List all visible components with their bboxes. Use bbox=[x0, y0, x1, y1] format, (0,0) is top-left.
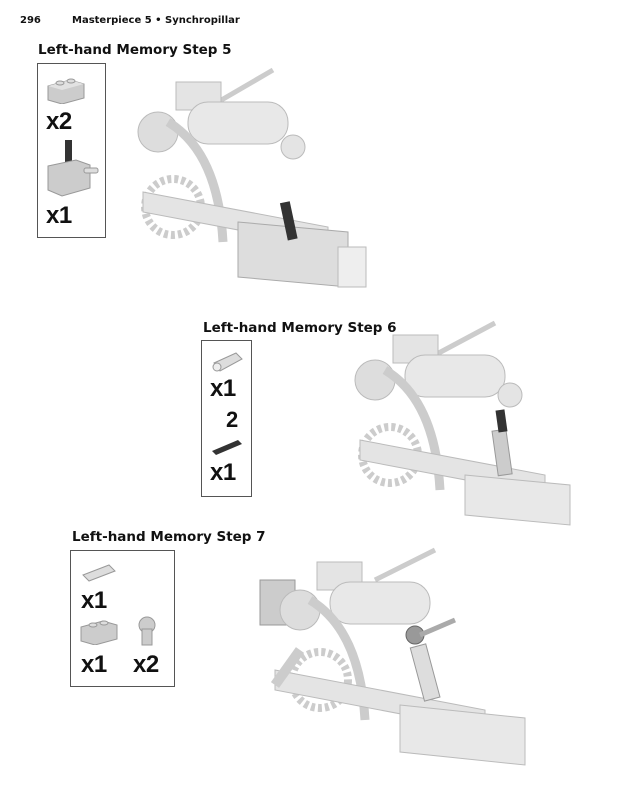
qty-label: x2 bbox=[46, 108, 72, 135]
qty-label: x1 bbox=[210, 459, 236, 486]
step-6-title: Left-hand Memory Step 6 bbox=[203, 320, 397, 336]
running-title: Masterpiece 5 • Synchropillar bbox=[72, 15, 240, 26]
step-6-model-illustration bbox=[354, 320, 571, 526]
step-5-title: Left-hand Memory Step 5 bbox=[38, 42, 232, 58]
step-5-parts-box: x2 x1 bbox=[37, 63, 106, 238]
brick-1x2-icon bbox=[47, 78, 85, 104]
qty-label: x1 bbox=[210, 375, 236, 402]
lever-brick-icon bbox=[47, 140, 99, 197]
qty-label: x1 bbox=[46, 202, 72, 229]
step-7-parts-box: x1 x1 x2 bbox=[70, 550, 175, 687]
axle-icon bbox=[212, 440, 242, 455]
angle-connector-icon bbox=[138, 616, 156, 646]
qty-label: x1 bbox=[81, 587, 107, 614]
qty-label: x2 bbox=[133, 651, 159, 678]
step-5-model-illustration bbox=[137, 67, 367, 288]
brick-1x2-icon bbox=[80, 620, 118, 645]
step-7-model-illustration bbox=[259, 547, 526, 766]
pin-connector-icon bbox=[212, 352, 243, 372]
step-6-parts-box: x1 2 x1 bbox=[201, 340, 252, 497]
qty-label: x1 bbox=[81, 651, 107, 678]
axle-length-label: 2 bbox=[226, 407, 238, 432]
step-7-title: Left-hand Memory Step 7 bbox=[72, 529, 266, 545]
pin-icon bbox=[82, 564, 116, 582]
page-number: 296 bbox=[20, 15, 41, 26]
